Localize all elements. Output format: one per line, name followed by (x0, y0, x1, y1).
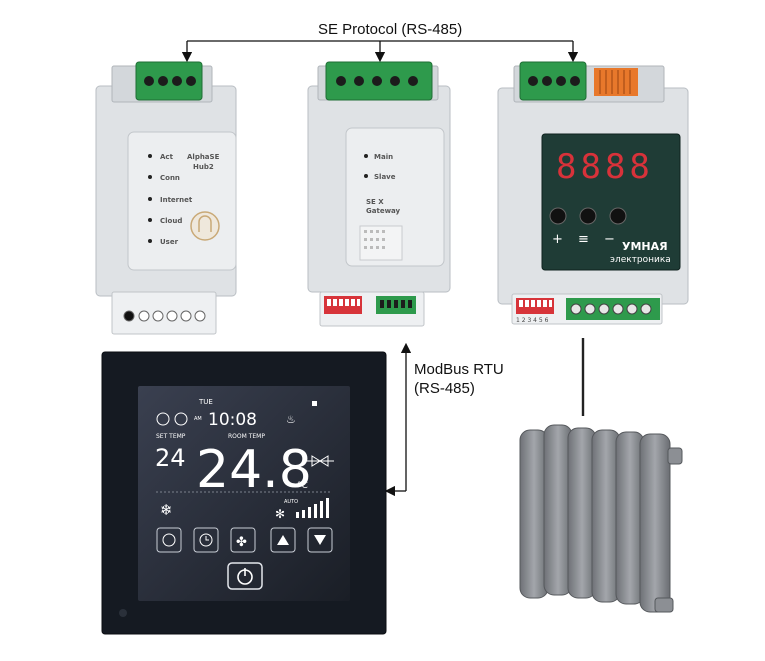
thermostat-day: TUE (198, 398, 213, 406)
gateway-led-label: Slave (374, 173, 396, 181)
thermostat-am: AM (194, 416, 202, 422)
thermostat-time: 10:08 (208, 410, 257, 430)
se-x-gateway-module: Main Slave SE X Gateway (307, 61, 451, 327)
hub-led-label: User (160, 238, 179, 246)
svg-text:−: − (604, 232, 615, 247)
power-mode-button[interactable] (156, 527, 182, 553)
down-button[interactable] (307, 527, 333, 553)
sensor-dot (119, 609, 127, 617)
hub-led-label: Conn (160, 174, 180, 182)
temp-unit: °C (297, 481, 308, 491)
room-temp-label: ROOM TEMP (228, 433, 265, 440)
snowflake-icon: ❄ (160, 501, 173, 519)
fan-speed-bars (296, 498, 329, 518)
alphase-hub-module: Act Conn Internet Cloud User AlphaSE Hub… (95, 61, 237, 335)
fan-mode-label: AUTO (284, 499, 298, 505)
radiator (519, 424, 683, 613)
hub-led-label: Act (160, 153, 174, 161)
fan-button[interactable]: ✤ (230, 527, 256, 553)
radiator-valve (667, 447, 683, 465)
controller-display: 8888 (556, 147, 654, 187)
heat-icon: ♨ (286, 413, 296, 426)
svg-text:✤: ✤ (236, 535, 247, 550)
thermostat-panel: TUE AM 10:08 ♨ SET TEMP ROOM TEMP 24 24.… (101, 351, 387, 635)
set-temp-value: 24 (155, 444, 186, 472)
modbus-label-line2: (RS-485) (414, 380, 475, 397)
dip-switch-numbers: 1 2 3 4 5 6 (516, 317, 549, 324)
status-dot (312, 401, 317, 406)
set-temp-label: SET TEMP (156, 433, 186, 440)
hub-model-label: AlphaSE (187, 153, 220, 161)
modbus-line (384, 342, 412, 497)
modbus-label: ModBus RTU (RS-485) (414, 360, 504, 398)
power-button[interactable] (227, 562, 263, 590)
brand-label: электроника (610, 255, 671, 265)
gateway-model-label: Gateway (366, 207, 401, 215)
valve-icon (303, 455, 334, 467)
se-protocol-bus (181, 40, 579, 63)
clock-button[interactable] (193, 527, 219, 553)
se-protocol-label: SE Protocol (RS-485) (318, 21, 463, 38)
up-button[interactable] (270, 527, 296, 553)
hub-user-button (190, 211, 220, 241)
hub-led-label: Cloud (160, 217, 182, 225)
svg-text:≡: ≡ (578, 232, 589, 247)
gateway-led-label: Main (374, 153, 393, 161)
room-temp-value: 24.8 (196, 440, 312, 500)
hub-led-label: Internet (160, 196, 193, 204)
modbus-label-line1: ModBus RTU (414, 361, 504, 378)
brand-label: УМНАЯ (622, 240, 668, 253)
fan-icon: ✻ (275, 507, 285, 521)
svg-text:+: + (552, 232, 563, 247)
controller-module: 8888 + ≡ − УМНАЯ электроника 1 2 3 4 5 6 (497, 61, 689, 325)
hub-model-label: Hub2 (193, 163, 214, 171)
gateway-model-label: SE X (366, 198, 384, 206)
